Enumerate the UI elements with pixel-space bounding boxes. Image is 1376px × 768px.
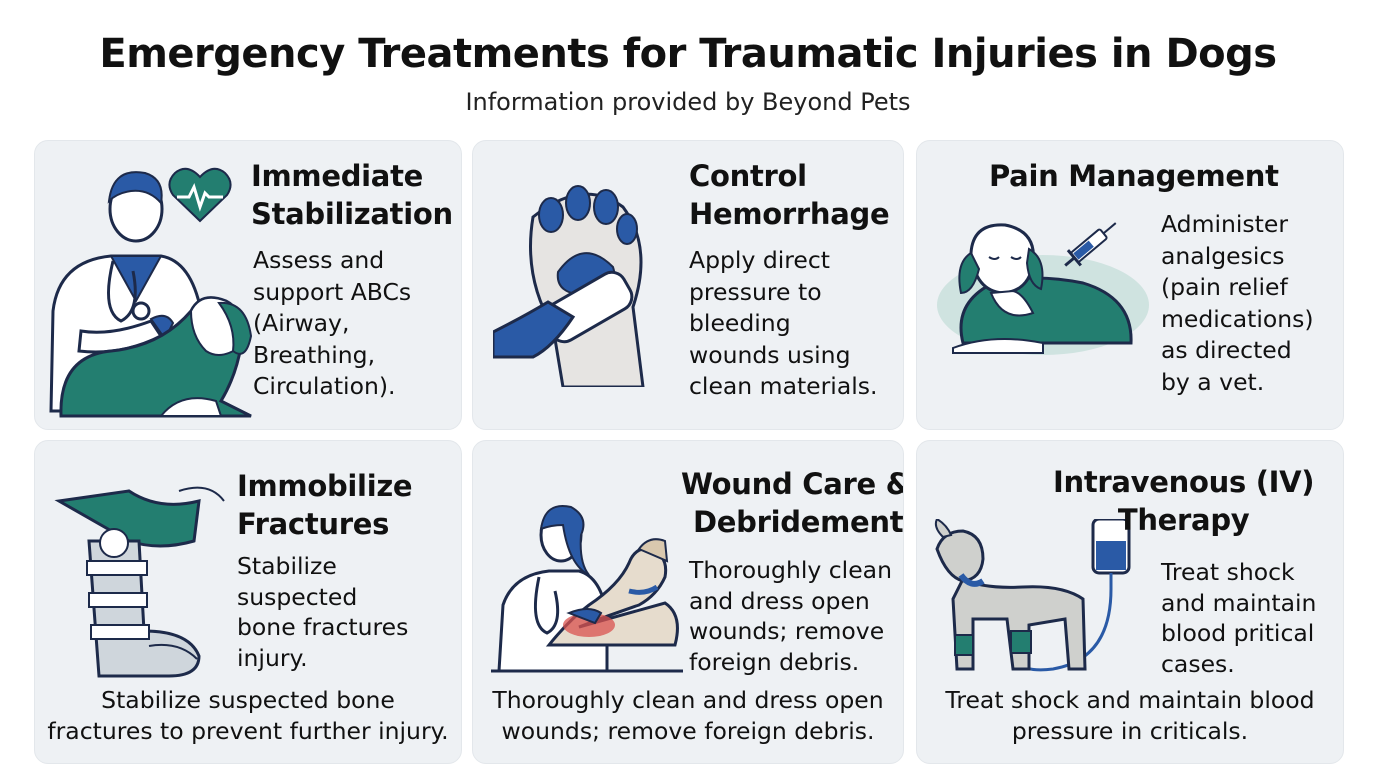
card-title: Intravenous (IV)Therapy <box>1053 465 1315 537</box>
card-title: Wound Care &Debridement <box>681 467 904 539</box>
vet-hugging-dog-illustration <box>49 171 253 418</box>
page-subtitle: Information provided by Beyond Pets <box>465 88 911 116</box>
bandaged-paw-illustration <box>493 185 645 387</box>
resting-dog-syringe-illustration <box>937 223 1149 355</box>
card-wound-care: Wound Care &Debridement Thoroughly clean… <box>472 440 904 764</box>
splinted-leg-illustration <box>54 486 225 678</box>
dog-iv-drip-illustration <box>934 519 1131 672</box>
vet-treating-dog-wound-illustration <box>491 505 683 673</box>
page-title: Emergency Treatments for Traumatic Injur… <box>99 31 1277 77</box>
heart-pulse-icon <box>168 167 232 223</box>
syringe-icon <box>1064 222 1117 267</box>
card-title: Pain Management <box>989 159 1279 193</box>
